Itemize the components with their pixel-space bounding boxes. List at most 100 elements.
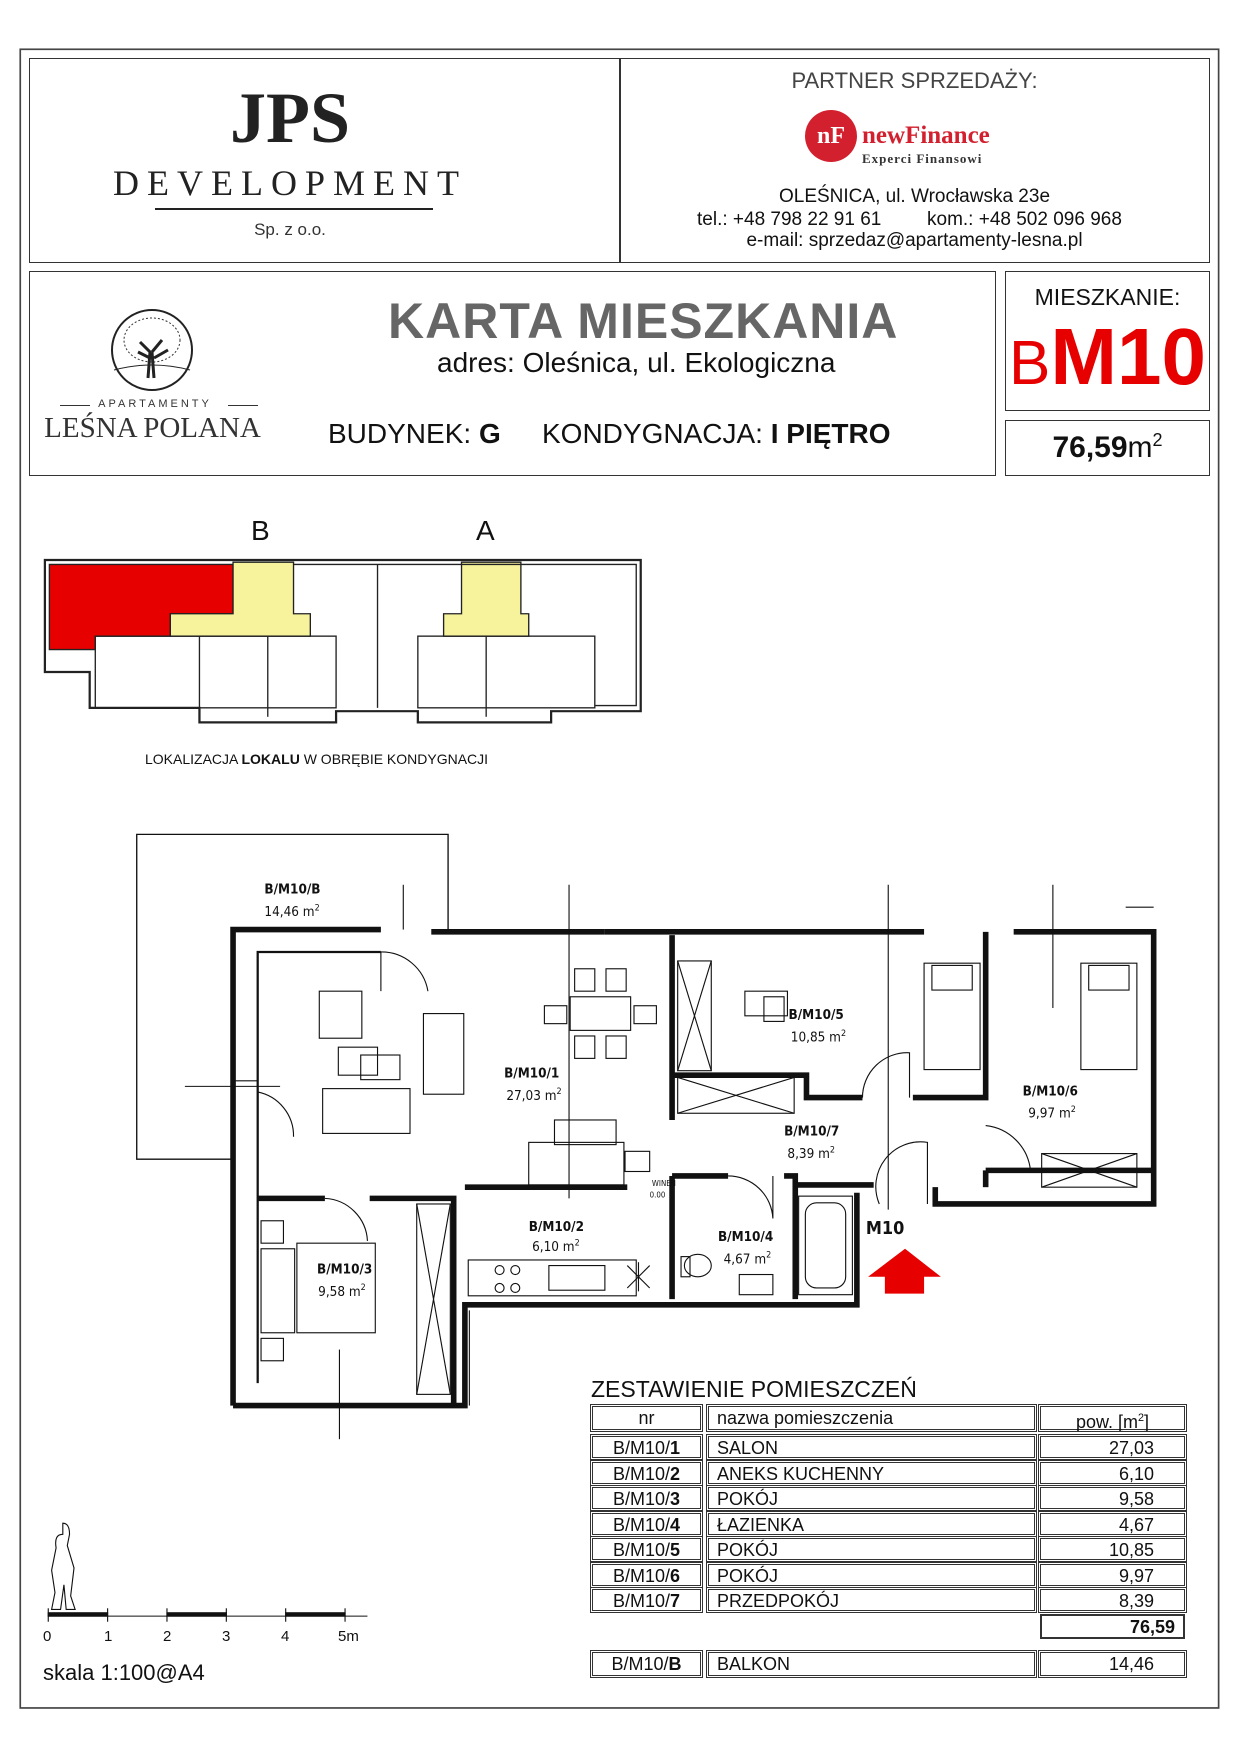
- estate-rule: [60, 405, 90, 406]
- scale-tick: 1: [104, 1628, 113, 1645]
- room-area: 10,85: [1108, 1540, 1154, 1560]
- nr-num: 3: [670, 1489, 681, 1509]
- area-exp: 2: [361, 1283, 366, 1293]
- row-nr: B/M10/7: [590, 1587, 703, 1613]
- header-nr: nr: [590, 1404, 703, 1432]
- total-area: 76,59: [1040, 1614, 1185, 1639]
- row-name: ŁAZIENKA: [706, 1510, 1037, 1537]
- estate-rule: [228, 405, 258, 406]
- area-unit: m: [814, 1147, 830, 1162]
- room-name: POKÓJ: [717, 1489, 779, 1509]
- room-label-area: 4,67 m2: [724, 1251, 772, 1268]
- floor-label: KONDYGNACJA:: [542, 418, 763, 449]
- entrance-tag: M10: [866, 1218, 904, 1239]
- area-unit: m: [750, 1252, 766, 1267]
- card-address: adres: Oleśnica, ul. Ekologiczna: [437, 347, 835, 379]
- tree-logo-icon: [111, 309, 193, 391]
- room-area: 6,10: [1118, 1463, 1154, 1484]
- unit-area: 76,59m2: [1005, 430, 1210, 465]
- unit-box: [1005, 271, 1210, 411]
- room-name: POKÓJ: [717, 1565, 779, 1586]
- floor-info: KONDYGNACJA: I PIĘTRO: [542, 418, 891, 450]
- partner-logo-mark: nF: [805, 110, 857, 162]
- estate-logo-small: APARTAMENTY: [98, 398, 212, 410]
- row-nr: B/M10/6: [590, 1561, 703, 1588]
- room-label-id: B/M10/6: [1023, 1084, 1078, 1099]
- area-exp: 2: [830, 1145, 835, 1155]
- keyplan-label-a: A: [476, 515, 495, 546]
- room-name: SALON: [717, 1438, 779, 1458]
- area-unit: m: [345, 1285, 361, 1300]
- balcony-area: 14,46: [1038, 1650, 1187, 1678]
- area-exp: 2: [556, 1087, 561, 1097]
- nr-num: 5: [670, 1540, 681, 1560]
- area-box: [1005, 420, 1210, 476]
- developer-logo-sub: DEVELOPMENT: [113, 163, 467, 203]
- row-area: 4,67: [1038, 1510, 1187, 1537]
- area-exp: 2: [575, 1238, 580, 1248]
- room-label-id: B/M10/1: [504, 1066, 559, 1081]
- row-name: SALON: [706, 1434, 1037, 1460]
- card-box: [29, 271, 996, 476]
- room-name: PRZEDPOKÓJ: [717, 1591, 840, 1611]
- logo-rule: [155, 208, 433, 210]
- floor-plan: [136, 833, 1157, 1440]
- winen-label: WINEN: [652, 1179, 676, 1188]
- developer-legal: Sp. z o.o.: [254, 220, 326, 239]
- balcony-name: BALKON: [706, 1650, 1037, 1678]
- nr-prefix: B/M10/: [612, 1591, 670, 1611]
- room-area: 9,58: [1118, 1489, 1154, 1509]
- partner-heading: PARTNER SPRZEDAŻY:: [791, 68, 1038, 93]
- partner-address: OLEŚNICA, ul. Wrocławska 23e: [778, 186, 1051, 207]
- room-label-area: 9,58 m2: [318, 1283, 366, 1300]
- address-label: adres: Oleśnica, ul.: [437, 347, 677, 378]
- building-info: BUDYNEK: G: [328, 418, 501, 450]
- header-area-exp: 2: [1138, 1412, 1145, 1424]
- scale-tick: 3: [222, 1628, 231, 1645]
- scale-tick: 2: [163, 1628, 172, 1645]
- building-value: G: [478, 418, 501, 449]
- room-label-id: B/M10/B: [264, 883, 320, 898]
- row-area: 9,97: [1038, 1561, 1187, 1588]
- area-exp: 2: [1071, 1105, 1076, 1115]
- row-area: 8,39: [1038, 1587, 1187, 1613]
- row-name: POKÓJ: [706, 1536, 1037, 1562]
- room-labels: B/M10/B14,46 m2 B/M10/127,03 m2 B/M10/51…: [264, 883, 1077, 1300]
- partner-email[interactable]: e-mail: sprzedaz@apartamenty-lesna.pl: [746, 230, 1083, 251]
- unit-area-exp: 2: [1152, 430, 1163, 450]
- partner-phone: tel.: +48 798 22 91 61: [697, 209, 882, 230]
- area-exp: 2: [766, 1251, 771, 1261]
- nr-num: 6: [670, 1565, 681, 1586]
- header-area: pow. [m2]: [1038, 1404, 1187, 1432]
- partner-logo-tagline: Experci Finansowi: [862, 151, 983, 166]
- caption-pre: LOKALIZACJA: [145, 751, 242, 767]
- room-label-area: 9,97 m2: [1028, 1105, 1076, 1122]
- nr-num: 2: [670, 1463, 681, 1484]
- room-label-area: 8,39 m2: [787, 1145, 835, 1162]
- area-exp: 2: [841, 1029, 846, 1039]
- scale-tick: 4: [281, 1628, 290, 1645]
- room-name: ANEKS KUCHENNY: [717, 1463, 885, 1484]
- keyplan-label-b: B: [251, 515, 270, 546]
- nr-prefix: B/M10/: [612, 1489, 670, 1509]
- row-nr: B/M10/1: [590, 1434, 703, 1460]
- area-exp: 2: [315, 904, 320, 914]
- room-area: 8,39: [1118, 1591, 1154, 1611]
- area-unit: m: [541, 1089, 557, 1104]
- nr-prefix: B/M10/: [612, 1565, 670, 1586]
- page-frame: [19, 48, 1220, 1709]
- header-area-text: pow. [m: [1075, 1412, 1138, 1432]
- page-title: KARTA MIESZKANIA: [388, 293, 899, 349]
- room-label-id: B/M10/4: [718, 1230, 773, 1245]
- table-title: ZESTAWIENIE POMIESZCZEŃ: [591, 1376, 917, 1402]
- nr-num: 1: [670, 1438, 681, 1458]
- area-unit: m: [299, 905, 315, 920]
- keyplan-caption: LOKALIZACJA LOKALU W OBRĘBIE KONDYGNACJI: [145, 751, 488, 767]
- room-area: 9,97: [1118, 1565, 1154, 1586]
- row-area: 27,03: [1038, 1434, 1187, 1460]
- scale-tick: 5m: [338, 1628, 359, 1645]
- row-name: POKÓJ: [706, 1561, 1037, 1588]
- partner-logo-name: newFinance: [862, 122, 990, 149]
- row-nr: B/M10/4: [590, 1510, 703, 1537]
- row-area: 6,10: [1038, 1459, 1187, 1486]
